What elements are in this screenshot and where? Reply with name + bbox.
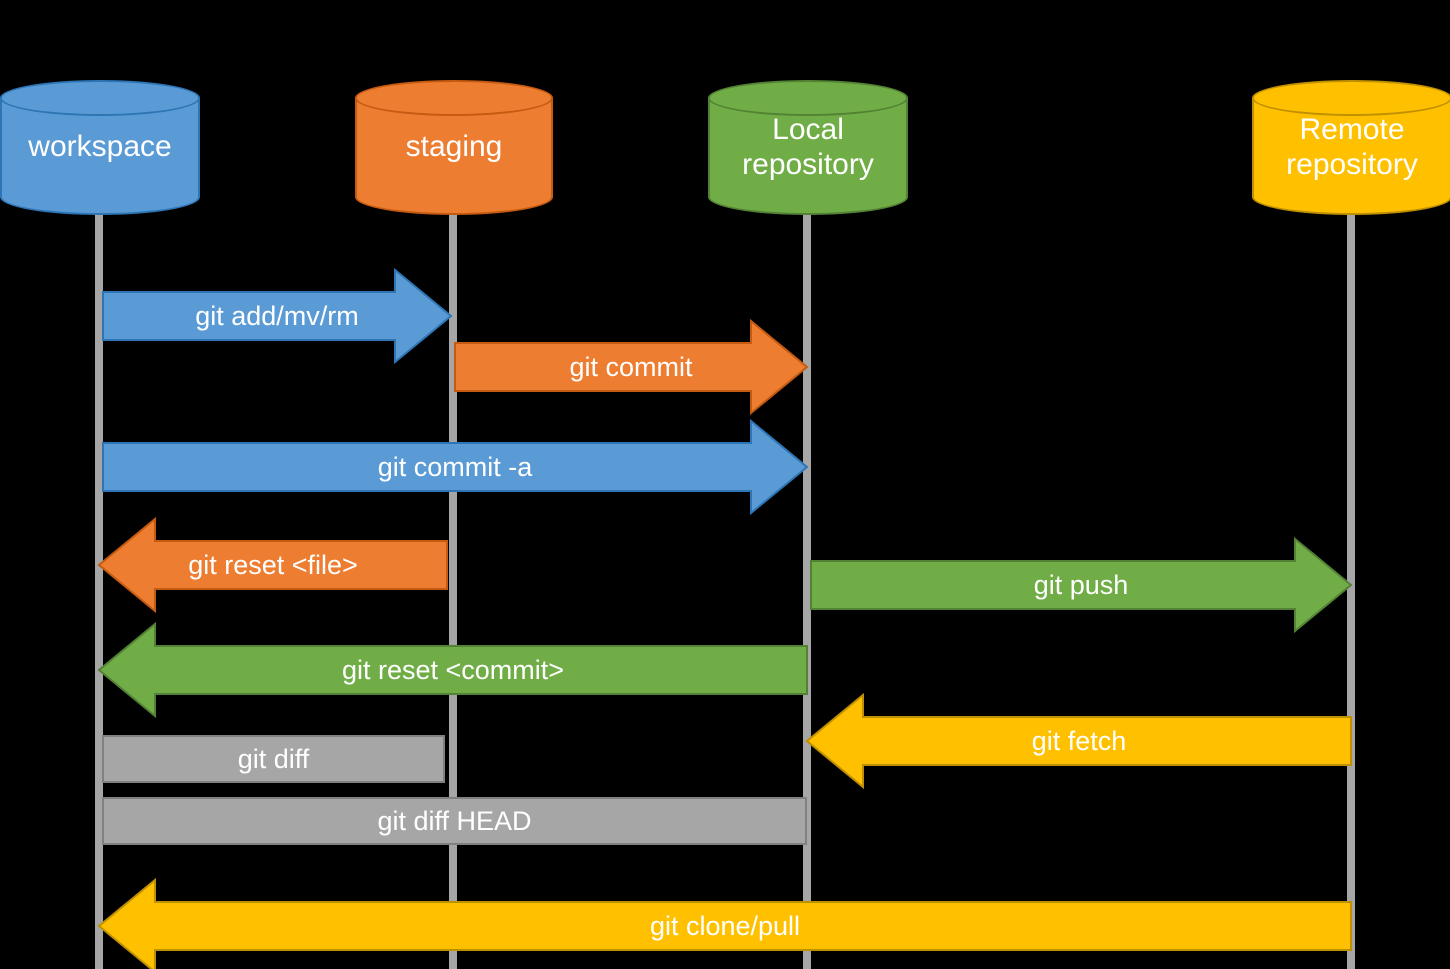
arrow-git-push[interactable]: git push <box>810 536 1353 634</box>
lifeline-remote <box>1347 205 1355 969</box>
arrow-svg-git-reset-commit <box>97 621 808 719</box>
bar-git-diff[interactable]: git diff <box>102 735 445 783</box>
arrow-svg-git-add <box>102 267 453 365</box>
arrow-git-commit[interactable]: git commit <box>454 318 809 416</box>
arrow-shape-git-commit <box>454 318 809 416</box>
arrow-svg-git-clone-pull <box>97 877 1352 969</box>
arrow-git-commit-a[interactable]: git commit -a <box>102 418 809 516</box>
arrow-git-add[interactable]: git add/mv/rm <box>102 267 453 365</box>
arrow-shape-git-push <box>810 536 1353 634</box>
arrow-svg-git-commit-a <box>102 418 809 516</box>
lifeline-local <box>803 205 811 969</box>
arrow-shape-git-clone-pull <box>97 877 1352 969</box>
arrow-git-reset-commit[interactable]: git reset <commit> <box>97 621 808 719</box>
bar-git-diff-head[interactable]: git diff HEAD <box>102 797 807 845</box>
arrow-shape-git-reset-file <box>97 516 448 614</box>
arrow-svg-git-fetch <box>805 692 1352 790</box>
lifeline-staging <box>449 205 457 969</box>
arrow-git-clone-pull[interactable]: git clone/pull <box>97 877 1352 969</box>
node-label-remote: Remote repository <box>1286 113 1418 181</box>
node-label-staging: staging <box>405 130 503 164</box>
arrow-shape-git-reset-commit <box>97 621 808 719</box>
node-label-workspace: workspace <box>28 130 172 164</box>
arrow-svg-git-reset-file <box>97 516 448 614</box>
lifeline-workspace <box>95 205 103 969</box>
node-staging[interactable]: staging <box>355 80 553 215</box>
arrow-shape-git-add <box>102 267 453 365</box>
arrow-svg-git-push <box>810 536 1353 634</box>
cylinder-top-workspace <box>0 80 200 116</box>
arrow-shape-git-commit-a <box>102 418 809 516</box>
node-workspace[interactable]: workspace <box>0 80 200 215</box>
arrow-svg-git-commit <box>454 318 809 416</box>
node-remote[interactable]: Remote repository <box>1252 80 1450 215</box>
arrow-git-reset-file[interactable]: git reset <file> <box>97 516 448 614</box>
cylinder-top-remote <box>1252 80 1450 116</box>
arrow-shape-git-fetch <box>805 692 1352 790</box>
node-local[interactable]: Local repository <box>708 80 908 215</box>
cylinder-top-staging <box>355 80 553 116</box>
arrow-git-fetch[interactable]: git fetch <box>805 692 1352 790</box>
cylinder-top-local <box>708 80 908 116</box>
node-label-local: Local repository <box>742 113 874 181</box>
